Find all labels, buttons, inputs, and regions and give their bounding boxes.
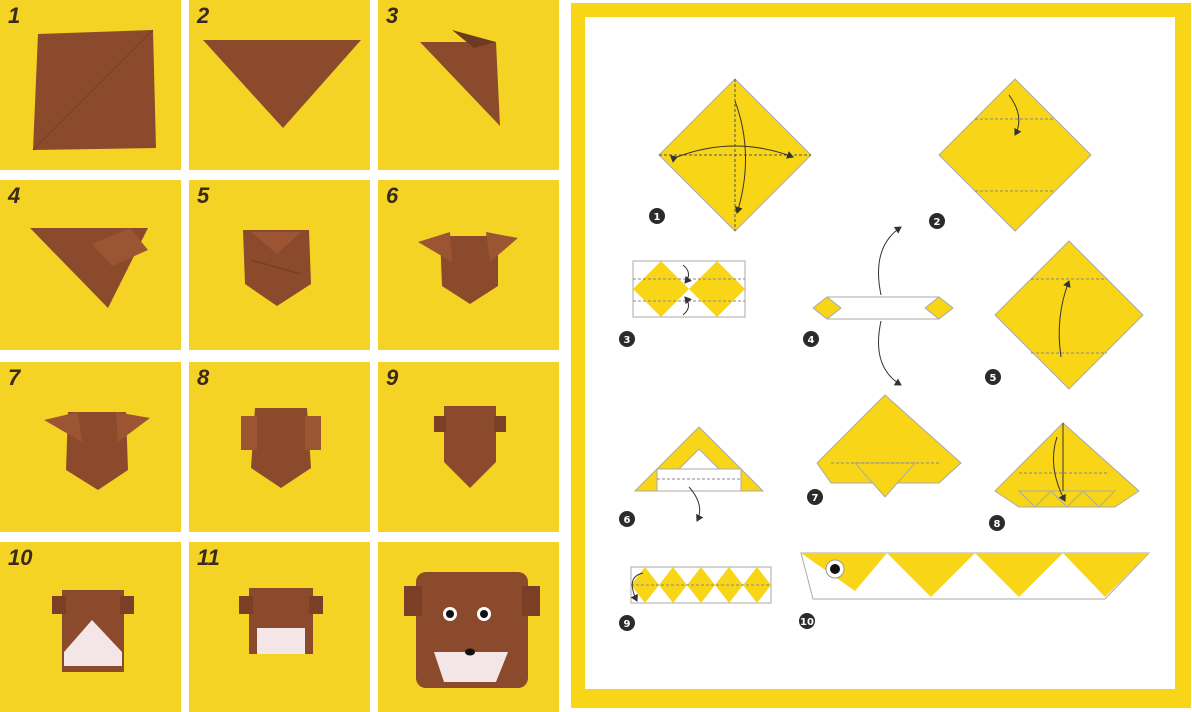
- photo-step-7: 7: [0, 362, 181, 532]
- diagram-step-1: 1: [649, 79, 811, 231]
- step-badge-label: 2: [934, 217, 941, 228]
- step-number: 6: [386, 183, 398, 209]
- step-badge-label: 5: [990, 373, 997, 384]
- photo-step-1: 1: [0, 0, 181, 170]
- photo-step-5: 5: [189, 180, 370, 350]
- step-badge-label: 3: [624, 335, 631, 346]
- photo-step-6: 6: [378, 180, 559, 350]
- step-number: 7: [8, 365, 20, 391]
- step-number: 9: [386, 365, 398, 391]
- step-number: 10: [8, 545, 32, 571]
- step-badge-label: 6: [624, 515, 631, 526]
- step-badge-label: 1: [654, 212, 661, 223]
- diagram-step-8: 8: [989, 423, 1139, 531]
- photo-steps-grid: 1 2 3 4 5 6 7 8 9 10 11: [0, 0, 560, 712]
- photo-step-2: 2: [189, 0, 370, 170]
- step-number: 1: [8, 3, 20, 29]
- step-badge-label: 7: [812, 493, 819, 504]
- diagram-panel: 1 2 3: [571, 3, 1191, 708]
- diagram-step-4: 4: [803, 227, 953, 385]
- step-badge-label: 4: [808, 335, 815, 346]
- step-number: 5: [197, 183, 209, 209]
- step-number: 2: [197, 3, 209, 29]
- diagram-step-3: 3: [619, 261, 745, 347]
- step-badge-label: 10: [800, 617, 814, 628]
- step-badge-label: 8: [994, 519, 1001, 530]
- step-number: 4: [8, 183, 20, 209]
- photo-step-10: 10: [0, 542, 181, 712]
- step-number: 11: [197, 545, 220, 571]
- photo-step-3: 3: [378, 0, 559, 170]
- diagram-step-2: 2: [929, 79, 1091, 231]
- photo-step-11: 11: [189, 542, 370, 712]
- diagram-step-7: 7: [807, 395, 961, 505]
- diagram-step-5: 5: [985, 241, 1143, 389]
- diagram-step-6: 6: [619, 427, 763, 527]
- diagram-step-10: 10: [799, 553, 1149, 629]
- step-number: 3: [386, 3, 398, 29]
- photo-step-4: 4: [0, 180, 181, 350]
- diagram-canvas: 1 2 3: [585, 17, 1175, 689]
- photo-finished-bear: [378, 542, 559, 712]
- photo-step-9: 9: [378, 362, 559, 532]
- photo-step-8: 8: [189, 362, 370, 532]
- step-number: 8: [197, 365, 209, 391]
- step-badge-label: 9: [624, 619, 631, 630]
- diagram-step-9: 9: [619, 567, 771, 631]
- folding-diagram: 1 2 3: [585, 17, 1175, 689]
